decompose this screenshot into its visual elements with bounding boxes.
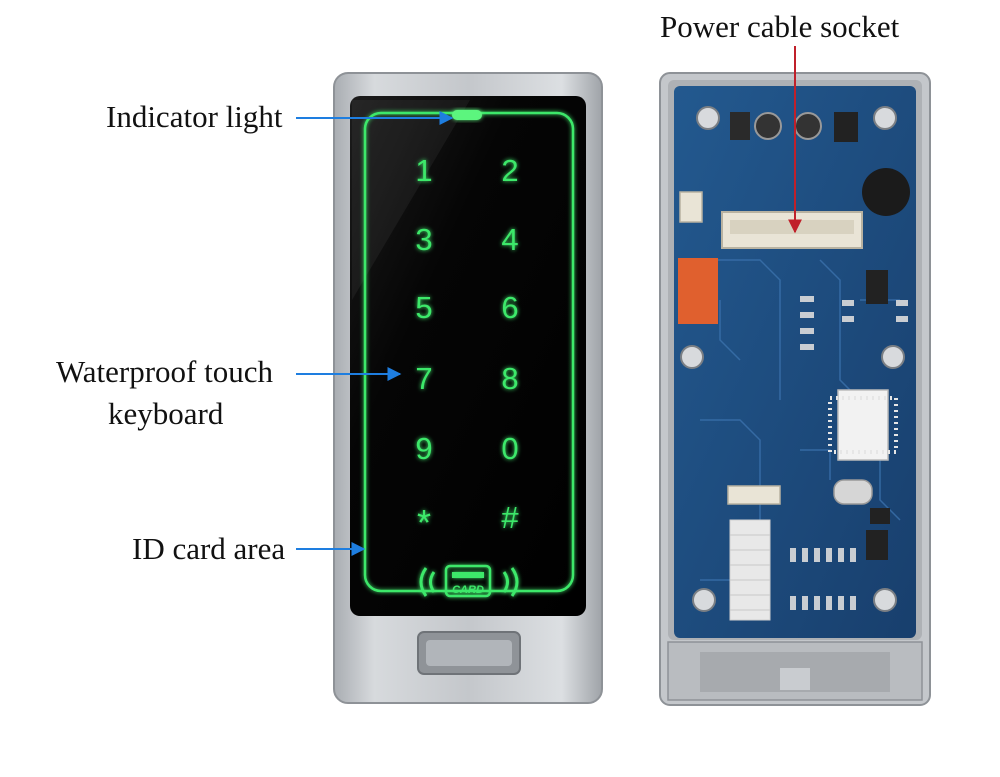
label-waterproof-keyboard: Waterproof touch keyboard: [56, 351, 273, 435]
card-reader-symbol: CARD: [419, 564, 519, 598]
indicator-led: [452, 110, 482, 120]
key-7[interactable]: 7: [415, 361, 432, 396]
label-id-card-area: ID card area: [132, 531, 286, 566]
pcb-device: [659, 72, 931, 706]
card-text: CARD: [452, 584, 484, 596]
key-1[interactable]: 1: [415, 153, 432, 188]
screw-holes: [680, 106, 905, 612]
keypad-device: 1 2 3 4 5 6 7 8 9 0 * # CARD: [333, 72, 603, 704]
keypad-keys: 1 2 3 4 5 6 7 8 9 0 * #: [415, 153, 519, 543]
label-keyboard-line2: keyboard: [108, 395, 224, 431]
label-indicator-light: Indicator light: [106, 99, 283, 134]
key-2[interactable]: 2: [501, 153, 518, 188]
buzzer: [862, 168, 910, 216]
glass-panel: [350, 96, 586, 616]
key-3[interactable]: 3: [415, 222, 432, 257]
key-star[interactable]: *: [417, 502, 431, 543]
key-hash[interactable]: #: [501, 500, 519, 535]
label-power-cable-socket: Power cable socket: [660, 9, 900, 44]
key-5[interactable]: 5: [415, 290, 432, 325]
key-8[interactable]: 8: [501, 361, 518, 396]
key-6[interactable]: 6: [501, 290, 518, 325]
ribbon-cable: [729, 519, 771, 621]
key-9[interactable]: 9: [415, 431, 432, 466]
card-icon: [444, 564, 492, 598]
key-0[interactable]: 0: [501, 431, 518, 466]
label-keyboard-line1: Waterproof touch: [56, 354, 273, 389]
key-4[interactable]: 4: [501, 222, 518, 257]
